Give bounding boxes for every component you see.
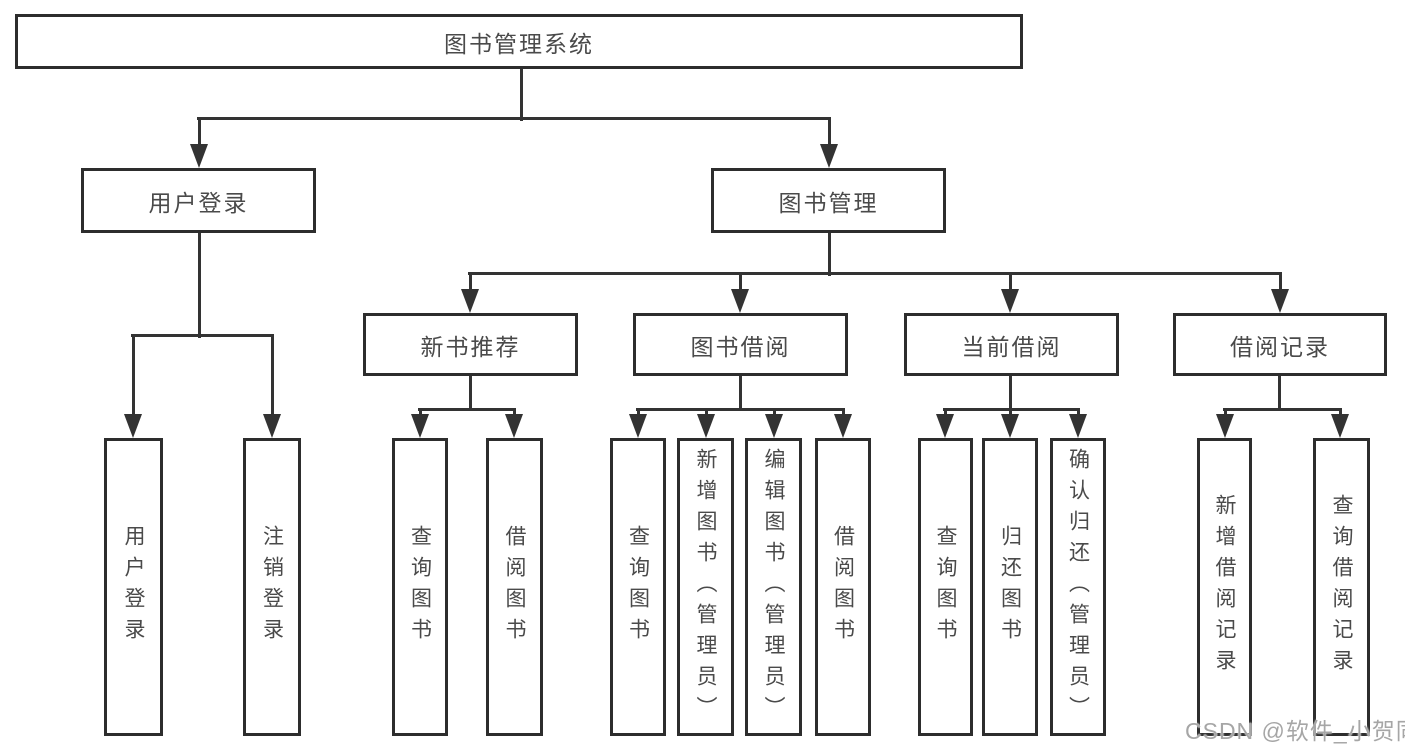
leaf-label: 查询图书 xyxy=(626,525,650,649)
leaf-label: 借阅图书 xyxy=(503,525,526,649)
node-borrowing-records: 借阅记录 xyxy=(1173,313,1387,376)
arrow-down-icon xyxy=(1001,414,1019,438)
leaf-label: 查询图书 xyxy=(408,525,432,649)
connector-line xyxy=(270,337,274,416)
connector-line xyxy=(943,410,947,416)
leaf-label: 编辑图书（管理员） xyxy=(762,447,785,727)
leaf-label: 借阅图书 xyxy=(831,525,855,649)
connector-line xyxy=(1008,275,1012,291)
node-book-borrowing: 图书借阅 xyxy=(633,313,848,376)
arrow-down-icon xyxy=(697,414,715,438)
connector-line xyxy=(418,410,422,416)
connector-line xyxy=(841,410,845,416)
connector-line xyxy=(131,333,274,337)
connector-line xyxy=(1008,376,1012,411)
leaf-label: 用户登录 xyxy=(122,525,145,649)
node-label: 图书借阅 xyxy=(690,333,791,360)
arrow-down-icon xyxy=(765,414,783,438)
arrow-down-icon xyxy=(124,414,142,438)
leaf-add-borrow-record: 新增借阅记录 xyxy=(1197,438,1252,736)
node-label: 图书管理 xyxy=(778,189,879,216)
node-label: 借阅记录 xyxy=(1230,333,1330,360)
connector-line xyxy=(827,233,831,276)
arrow-down-icon xyxy=(461,289,479,313)
arrow-down-icon xyxy=(1069,414,1087,438)
leaf-logout: 注销登录 xyxy=(243,438,301,736)
connector-line xyxy=(468,271,1282,275)
node-current-borrowing: 当前借阅 xyxy=(904,313,1119,376)
arrow-down-icon xyxy=(190,144,208,168)
arrow-down-icon xyxy=(1331,414,1349,438)
leaf-label: 归还图书 xyxy=(998,525,1022,649)
arrow-down-icon xyxy=(1216,414,1234,438)
arrow-down-icon xyxy=(263,414,281,438)
arrow-down-icon xyxy=(731,289,749,313)
leaf-query-book-current: 查询图书 xyxy=(918,438,973,736)
connector-line xyxy=(197,116,831,120)
connector-line xyxy=(1278,275,1282,291)
leaf-label: 新增借阅记录 xyxy=(1213,494,1236,680)
leaf-user-login: 用户登录 xyxy=(104,438,163,736)
arrow-down-icon xyxy=(1001,289,1019,313)
node-label: 用户登录 xyxy=(148,189,249,216)
connector-line xyxy=(197,120,201,146)
node-user-login: 用户登录 xyxy=(81,168,316,233)
leaf-borrow-book: 借阅图书 xyxy=(815,438,871,736)
arrow-down-icon xyxy=(1271,289,1289,313)
leaf-query-borrow-record: 查询借阅记录 xyxy=(1313,438,1370,736)
connector-line xyxy=(1223,407,1342,411)
node-book-management: 图书管理 xyxy=(711,168,946,233)
arrow-down-icon xyxy=(411,414,429,438)
connector-line xyxy=(827,120,831,146)
node-new-book-recommendation: 新书推荐 xyxy=(363,313,578,376)
node-label: 图书管理系统 xyxy=(444,30,594,57)
arrow-down-icon xyxy=(820,144,838,168)
node-label: 新书推荐 xyxy=(420,333,521,360)
connector-line xyxy=(1277,376,1281,411)
leaf-label: 查询借阅记录 xyxy=(1330,494,1353,680)
leaf-borrow-book-recommend: 借阅图书 xyxy=(486,438,543,736)
connector-line xyxy=(418,407,516,411)
arrow-down-icon xyxy=(629,414,647,438)
arrow-down-icon xyxy=(936,414,954,438)
connector-line xyxy=(1076,410,1080,416)
connector-line xyxy=(468,275,472,291)
connector-line xyxy=(1008,410,1012,416)
watermark: CSDN @软件_小贺同学 xyxy=(1185,718,1405,744)
connector-line xyxy=(704,410,708,416)
leaf-confirm-return-admin: 确认归还（管理员） xyxy=(1050,438,1106,736)
connector-line xyxy=(468,376,472,411)
leaf-label: 查询图书 xyxy=(934,525,957,649)
arrow-down-icon xyxy=(834,414,852,438)
connector-line xyxy=(636,407,845,411)
arrow-down-icon xyxy=(505,414,523,438)
connector-line xyxy=(738,275,742,291)
leaf-label: 新增图书（管理员） xyxy=(694,447,717,727)
leaf-label: 注销登录 xyxy=(260,525,284,649)
leaf-query-book-borrow: 查询图书 xyxy=(610,438,666,736)
connector-line xyxy=(636,410,640,416)
connector-line xyxy=(1223,410,1227,416)
connector-line xyxy=(772,410,776,416)
connector-line xyxy=(738,376,742,411)
node-library-management-system: 图书管理系统 xyxy=(15,14,1023,69)
leaf-query-book-recommend: 查询图书 xyxy=(392,438,448,736)
connector-line xyxy=(1338,410,1342,416)
connector-line xyxy=(197,233,201,338)
leaf-edit-book-admin: 编辑图书（管理员） xyxy=(745,438,802,736)
node-label: 当前借阅 xyxy=(961,333,1062,360)
leaf-add-book-admin: 新增图书（管理员） xyxy=(677,438,734,736)
connector-line xyxy=(131,337,135,416)
connector-line xyxy=(519,69,523,121)
connector-line xyxy=(943,407,1080,411)
leaf-label: 确认归还（管理员） xyxy=(1066,447,1090,727)
leaf-return-book: 归还图书 xyxy=(982,438,1038,736)
connector-line xyxy=(512,410,516,416)
